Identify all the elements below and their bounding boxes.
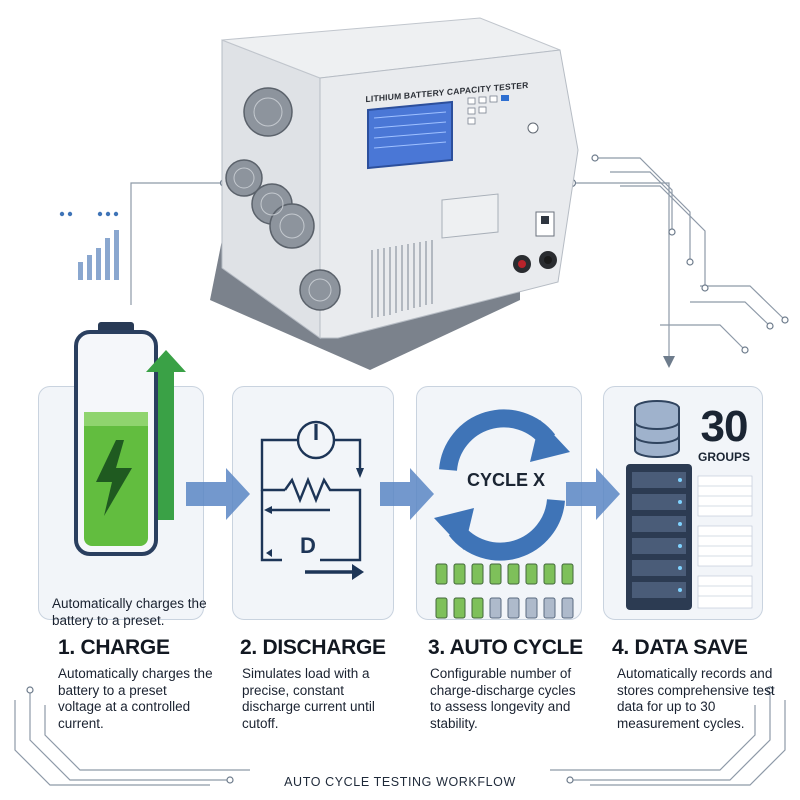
workflow-footer: AUTO CYCLE TESTING WORKFLOW [284,775,516,789]
cycle-arrows-icon [434,409,570,561]
step-title-data-save: 4. DATA SAVE [612,636,748,659]
step-desc-charge: Automatically charges the battery to a p… [58,666,213,731]
step-desc-data-save: Automatically records and stores compreh… [617,666,775,731]
database-server-icon [626,400,753,610]
step-title-auto-cycle: 3. AUTO CYCLE [428,636,583,659]
load-circuit-icon [260,420,362,574]
step-desc-discharge: Simulates load with a precise, constant … [242,666,375,731]
cycle-x-label: CYCLE X [466,470,545,490]
groups-label: GROUPS [697,450,750,464]
step-title-discharge: 2. DISCHARGE [240,636,386,659]
mini-battery-row [435,563,574,619]
charge-intro-text: Automatically charges the battery to a p… [52,596,207,628]
step-desc-auto-cycle: Configurable number of charge-discharge … [430,666,576,731]
step-title-charge: 1. CHARGE [58,636,170,659]
groups-number: 30 [700,402,749,451]
discharge-glyph: D [300,533,316,558]
flow-arrow-icon [186,468,620,520]
battery-charging-icon [74,322,186,556]
